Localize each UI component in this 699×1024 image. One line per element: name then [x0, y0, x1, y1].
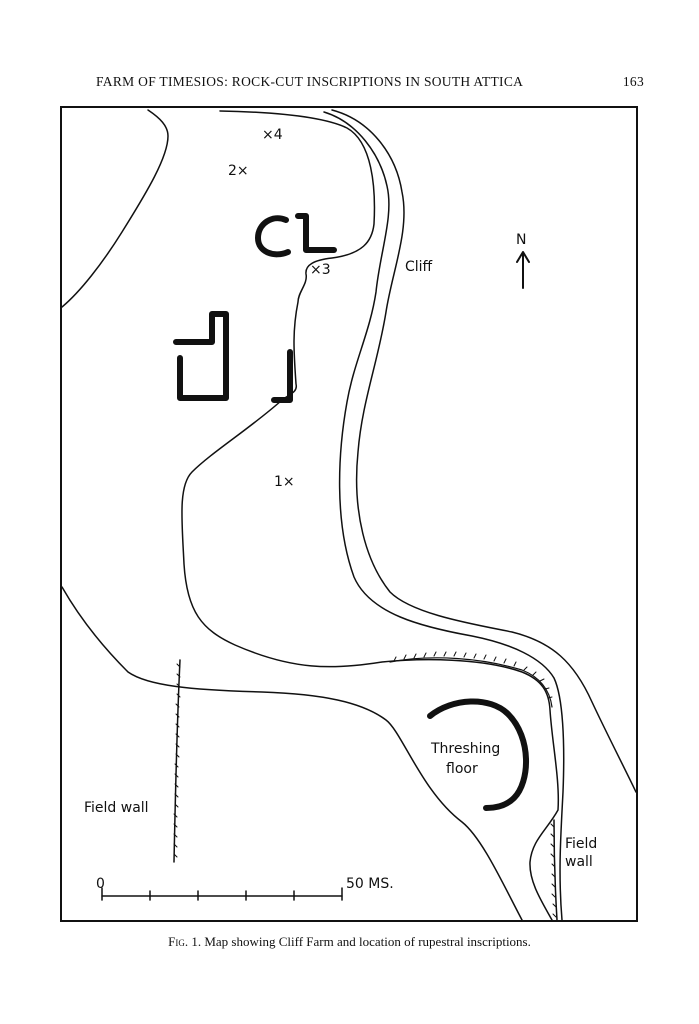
map-frame: ×4 2× ×3 1× Cliff N Threshing floor Fiel… — [60, 106, 638, 922]
page-number: 163 — [622, 74, 644, 89]
structure-c-shape — [255, 215, 291, 258]
cliff-line-outer — [331, 109, 636, 793]
escarpment-hatch-ticks — [393, 651, 553, 699]
threshing-floor-label-line2: floor — [446, 761, 478, 777]
contour-left-lower — [62, 586, 523, 920]
figure-caption: Fig. 1. Map showing Cliff Farm and locat… — [0, 934, 699, 950]
structure-enclosure — [173, 311, 229, 401]
threshing-floor — [427, 698, 530, 811]
marker-2: 2× — [228, 163, 249, 179]
field-wall-left-hatch — [173, 663, 181, 858]
running-title: FARM OF TIMESIOS: ROCK-CUT INSCRIPTIONS … — [96, 74, 524, 89]
figure-number: Fig. 1. — [168, 934, 202, 949]
map-drawing — [62, 109, 636, 920]
field-wall-left — [173, 659, 181, 863]
field-wall-left-label: Field wall — [84, 800, 149, 816]
contour-left-upper — [62, 109, 169, 308]
threshing-floor-label-line1: Threshing — [431, 741, 501, 757]
structure-hook — [295, 213, 337, 253]
cliff-line-inner — [323, 111, 565, 920]
field-wall-right-label-line2: wall — [565, 854, 593, 870]
caption-text: Map showing Cliff Farm and location of r… — [204, 934, 531, 949]
scale-start-label: 0 — [96, 876, 105, 892]
marker-3: ×3 — [310, 262, 331, 278]
escarpment-hatch — [389, 657, 553, 708]
north-label: N — [516, 232, 527, 248]
north-arrow-icon — [516, 251, 530, 289]
scale-end-label: 50 MS. — [346, 876, 394, 892]
structure-l-wall — [271, 349, 293, 403]
marker-1: 1× — [274, 474, 295, 490]
field-wall-right-label-line1: Field — [565, 836, 598, 852]
scale-bar — [101, 887, 343, 901]
marker-4: ×4 — [262, 127, 283, 143]
terrace-contour — [181, 110, 560, 920]
field-wall-right-hatch — [550, 823, 557, 918]
field-wall-right — [553, 819, 558, 920]
cliff-label: Cliff — [405, 259, 433, 275]
